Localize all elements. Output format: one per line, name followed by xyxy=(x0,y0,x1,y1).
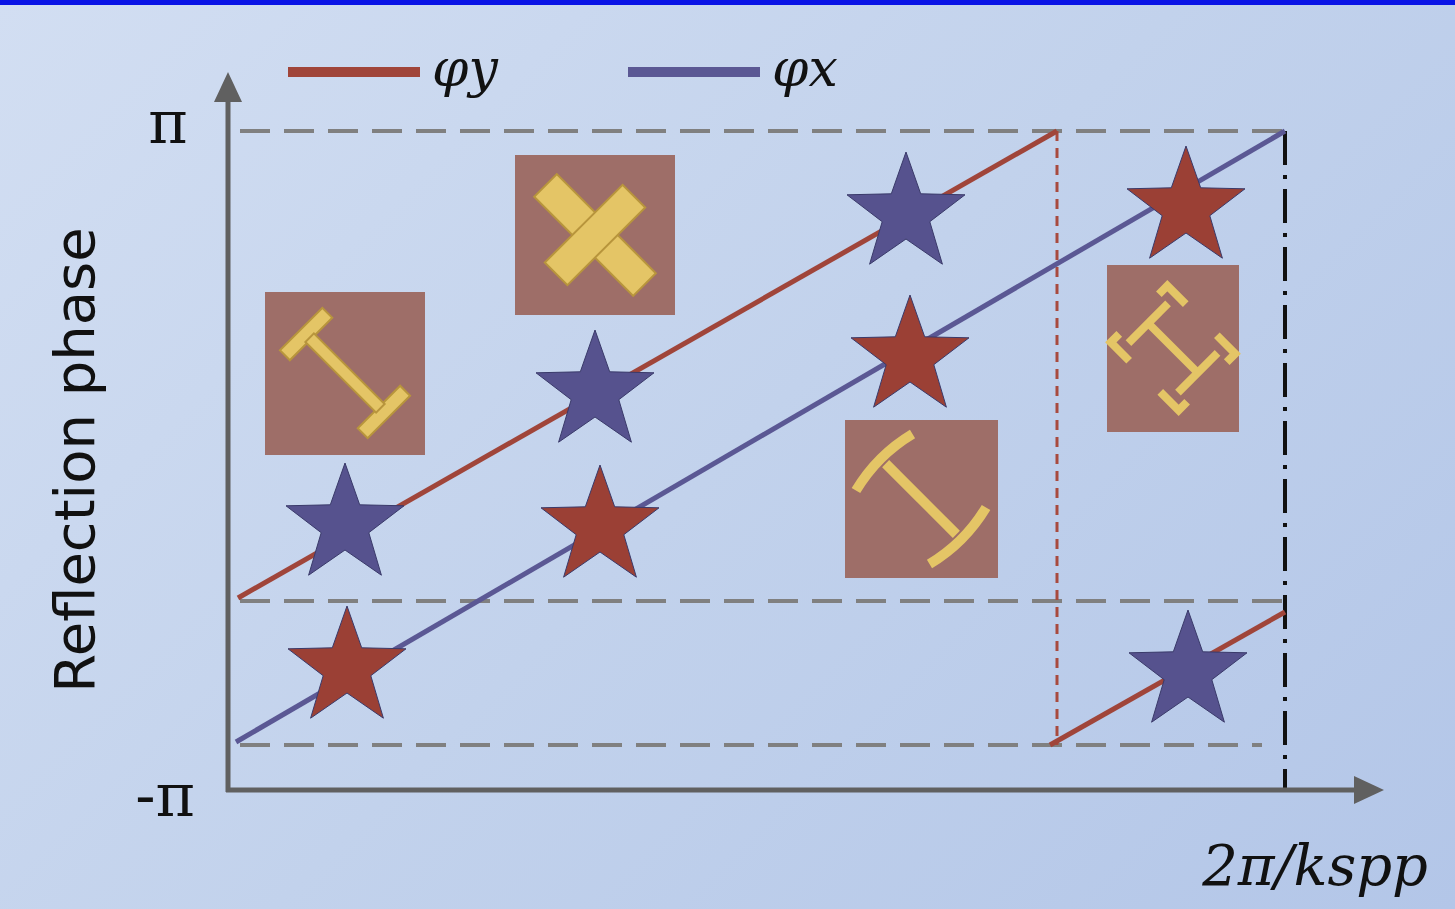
legend-line-x xyxy=(628,67,760,77)
wrap-marker xyxy=(1056,131,1059,745)
design-star xyxy=(847,152,965,264)
design-star xyxy=(1127,146,1245,258)
axes xyxy=(214,72,1384,804)
legend-text: φy xyxy=(432,42,498,94)
guide-lines xyxy=(240,131,1296,745)
phase-lines xyxy=(236,131,1285,745)
arc-antenna-photo xyxy=(845,420,998,578)
double-h-antenna-photo xyxy=(1107,265,1239,432)
period-marker xyxy=(1283,131,1287,790)
design-star xyxy=(288,606,406,718)
legend-text: φx xyxy=(772,42,838,94)
legend-line-y xyxy=(288,67,420,77)
axis-max-label: π xyxy=(148,92,187,152)
design-star xyxy=(536,330,654,442)
axis-period-label: 2π/kspp xyxy=(1202,838,1428,894)
axis-min-label: -π xyxy=(135,765,195,825)
axis-title: Reflection phase xyxy=(47,227,103,692)
design-points xyxy=(286,146,1247,722)
top-bar xyxy=(0,0,1455,5)
cross-antenna-photo xyxy=(507,147,684,324)
design-star xyxy=(851,295,969,407)
h-antenna-photo xyxy=(265,292,425,455)
design-star xyxy=(286,463,404,575)
design-star xyxy=(541,465,659,577)
design-star xyxy=(1129,610,1247,722)
